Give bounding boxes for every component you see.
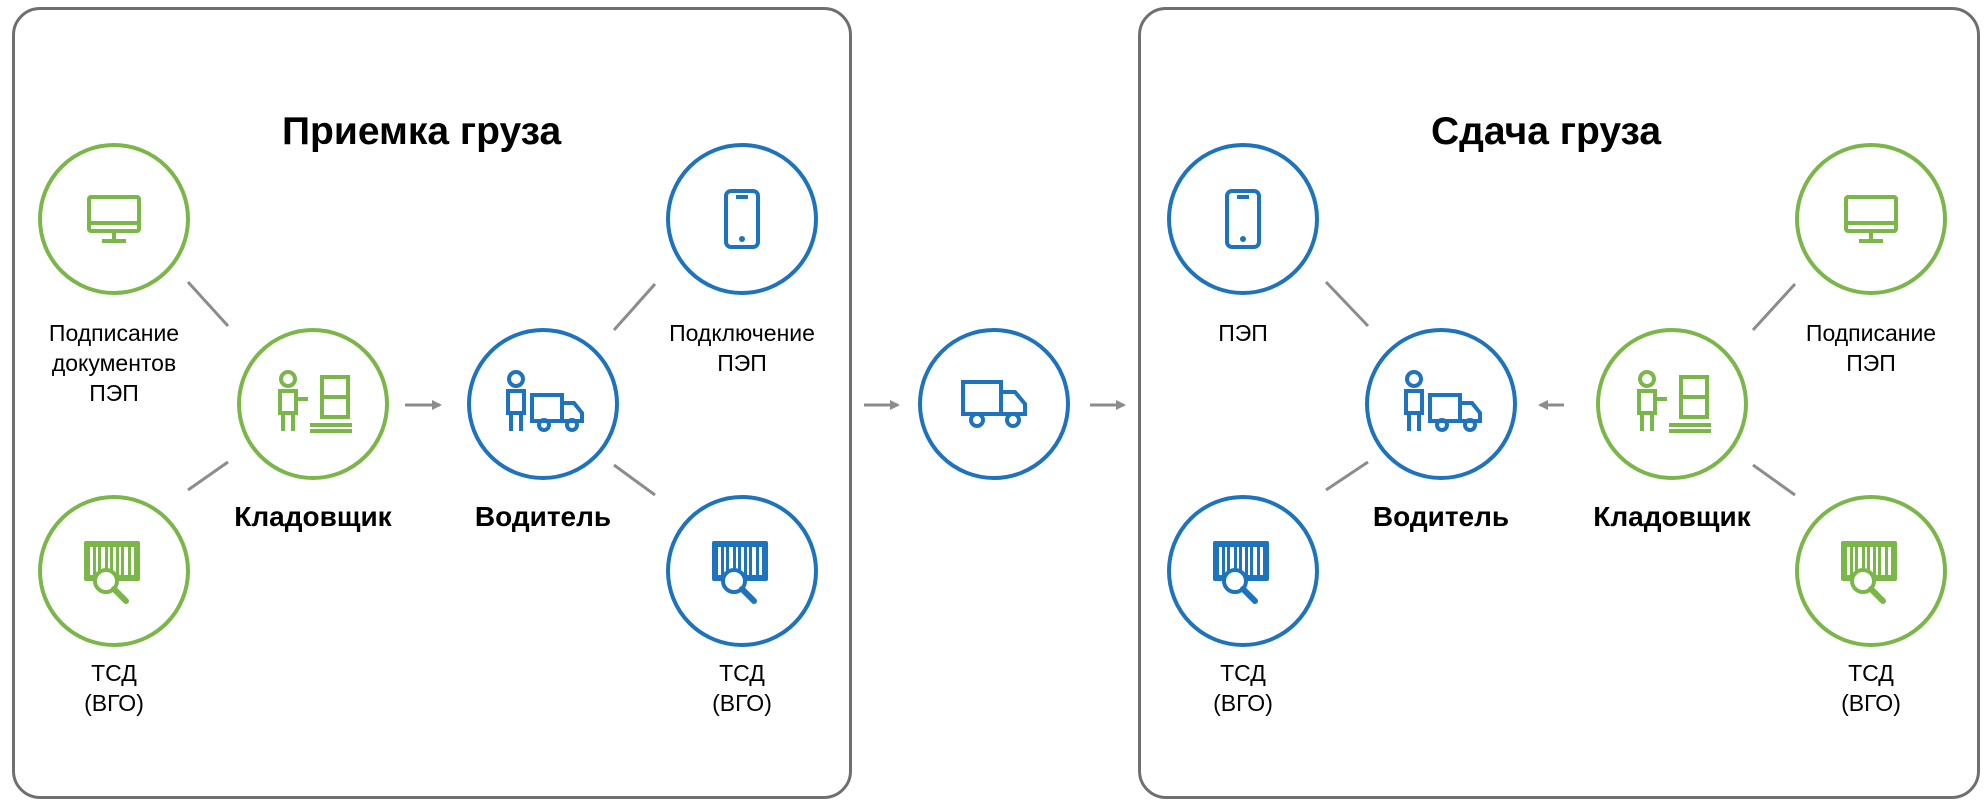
pc-node <box>1795 143 1947 295</box>
phone-node <box>1167 143 1319 295</box>
driver-role: Водитель <box>1372 501 1510 532</box>
smartphone-icon <box>722 187 762 251</box>
barcode-scanner-icon <box>706 535 778 607</box>
pc-label: Подписание документов ПЭП <box>48 320 180 406</box>
delivery-title: Сдача груза <box>1431 110 1662 153</box>
phone-node <box>666 143 818 295</box>
tsd-label: ТСД (ВГО) <box>1841 660 1901 716</box>
delivery-panel <box>1138 7 1980 799</box>
warehouse-worker-icon <box>1629 369 1715 439</box>
tsd-node <box>1795 495 1947 647</box>
driver-node <box>467 328 619 480</box>
warehouse-role: Кладовщик <box>234 501 392 532</box>
driver-node <box>1365 328 1517 480</box>
pc-node <box>38 143 190 295</box>
driver-truck-icon <box>500 369 586 439</box>
monitor-icon <box>1841 189 1901 249</box>
tsd-label: ТСД (ВГО) <box>84 660 144 716</box>
barcode-scanner-icon <box>1207 535 1279 607</box>
phone-label: Подключение ПЭП <box>669 320 815 376</box>
tsd-node <box>666 495 818 647</box>
warehouse-worker-node <box>1596 328 1748 480</box>
warehouse-role: Кладовщик <box>1593 501 1751 532</box>
smartphone-icon <box>1223 187 1263 251</box>
tsd-label: ТСД (ВГО) <box>1213 660 1273 716</box>
truck-icon <box>959 376 1029 432</box>
tsd-label: ТСД (ВГО) <box>712 660 772 716</box>
truck-node <box>918 328 1070 480</box>
warehouse-worker-node <box>237 328 389 480</box>
warehouse-worker-icon <box>270 369 356 439</box>
driver-truck-icon <box>1398 369 1484 439</box>
barcode-scanner-icon <box>1835 535 1907 607</box>
barcode-scanner-icon <box>78 535 150 607</box>
monitor-icon <box>84 189 144 249</box>
tsd-node <box>38 495 190 647</box>
phone-label: ПЭП <box>1218 320 1268 346</box>
acceptance-title: Приемка груза <box>282 110 562 153</box>
tsd-node <box>1167 495 1319 647</box>
pc-label: Подписание ПЭП <box>1805 320 1937 376</box>
driver-role: Водитель <box>474 501 612 532</box>
